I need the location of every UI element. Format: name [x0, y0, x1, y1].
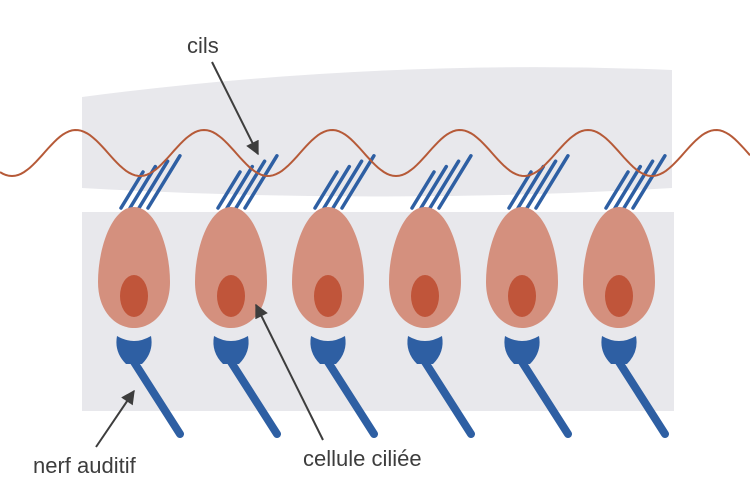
label-cilia: cils: [187, 33, 219, 58]
cilium: [604, 170, 630, 210]
cilium: [437, 154, 473, 210]
nerve-fiber: [227, 358, 281, 438]
nucleus: [411, 275, 439, 317]
nerve-fiber: [324, 358, 378, 438]
cilium: [613, 164, 643, 210]
synapse: [407, 336, 443, 364]
wave-line: [0, 128, 750, 178]
cilium: [534, 154, 570, 210]
basilar-membrane: [82, 212, 674, 411]
hair-cell: [292, 154, 378, 438]
cilium: [243, 154, 279, 210]
nucleus: [314, 275, 342, 317]
cilium: [137, 159, 170, 210]
cilium: [419, 164, 449, 210]
hair-cell: [486, 154, 572, 438]
cilium: [119, 170, 145, 210]
nucleus: [217, 275, 245, 317]
label-arrows: [95, 61, 324, 448]
synapse: [213, 336, 249, 364]
cilium: [410, 170, 436, 210]
synapse: [504, 336, 540, 364]
label-hair-cell: cellule ciliée: [303, 446, 422, 471]
membranes: [82, 67, 674, 411]
nucleus: [605, 275, 633, 317]
hair-cell: [583, 154, 669, 438]
tectorial-membrane: [82, 67, 672, 197]
cilium: [631, 154, 667, 210]
hair-cell: [98, 154, 184, 438]
cell-body: [486, 207, 558, 328]
hair-cells: [98, 154, 669, 438]
nerve-fiber: [130, 358, 184, 438]
cilium: [622, 159, 655, 210]
cell-body: [98, 207, 170, 328]
arrow-auditory-nerve: [95, 389, 135, 448]
cilium: [146, 154, 182, 210]
synapse: [116, 336, 152, 364]
cell-body: [389, 207, 461, 328]
cilium: [313, 170, 339, 210]
cilium: [428, 159, 461, 210]
label-auditory-nerve: nerf auditif: [33, 453, 136, 478]
cell-body: [195, 207, 267, 328]
nucleus: [508, 275, 536, 317]
cilium: [507, 170, 533, 210]
cilium: [225, 164, 255, 210]
cilium: [331, 159, 364, 210]
nerve-fiber: [615, 358, 669, 438]
cilium: [516, 164, 546, 210]
cilium: [216, 170, 242, 210]
sound-wave: [0, 128, 750, 178]
arrow-hair-cell: [255, 303, 324, 441]
hair-cell: [389, 154, 475, 438]
nerve-fiber: [421, 358, 475, 438]
cilium: [340, 154, 376, 210]
cell-body: [292, 207, 364, 328]
cell-body: [583, 207, 655, 328]
cilium: [234, 159, 267, 210]
synapse: [310, 336, 346, 364]
arrow-cilia: [211, 61, 259, 156]
cilium: [322, 164, 352, 210]
nucleus: [120, 275, 148, 317]
nerve-fiber: [518, 358, 572, 438]
hair-cell: [195, 154, 281, 438]
synapse: [601, 336, 637, 364]
cilium: [525, 159, 558, 210]
